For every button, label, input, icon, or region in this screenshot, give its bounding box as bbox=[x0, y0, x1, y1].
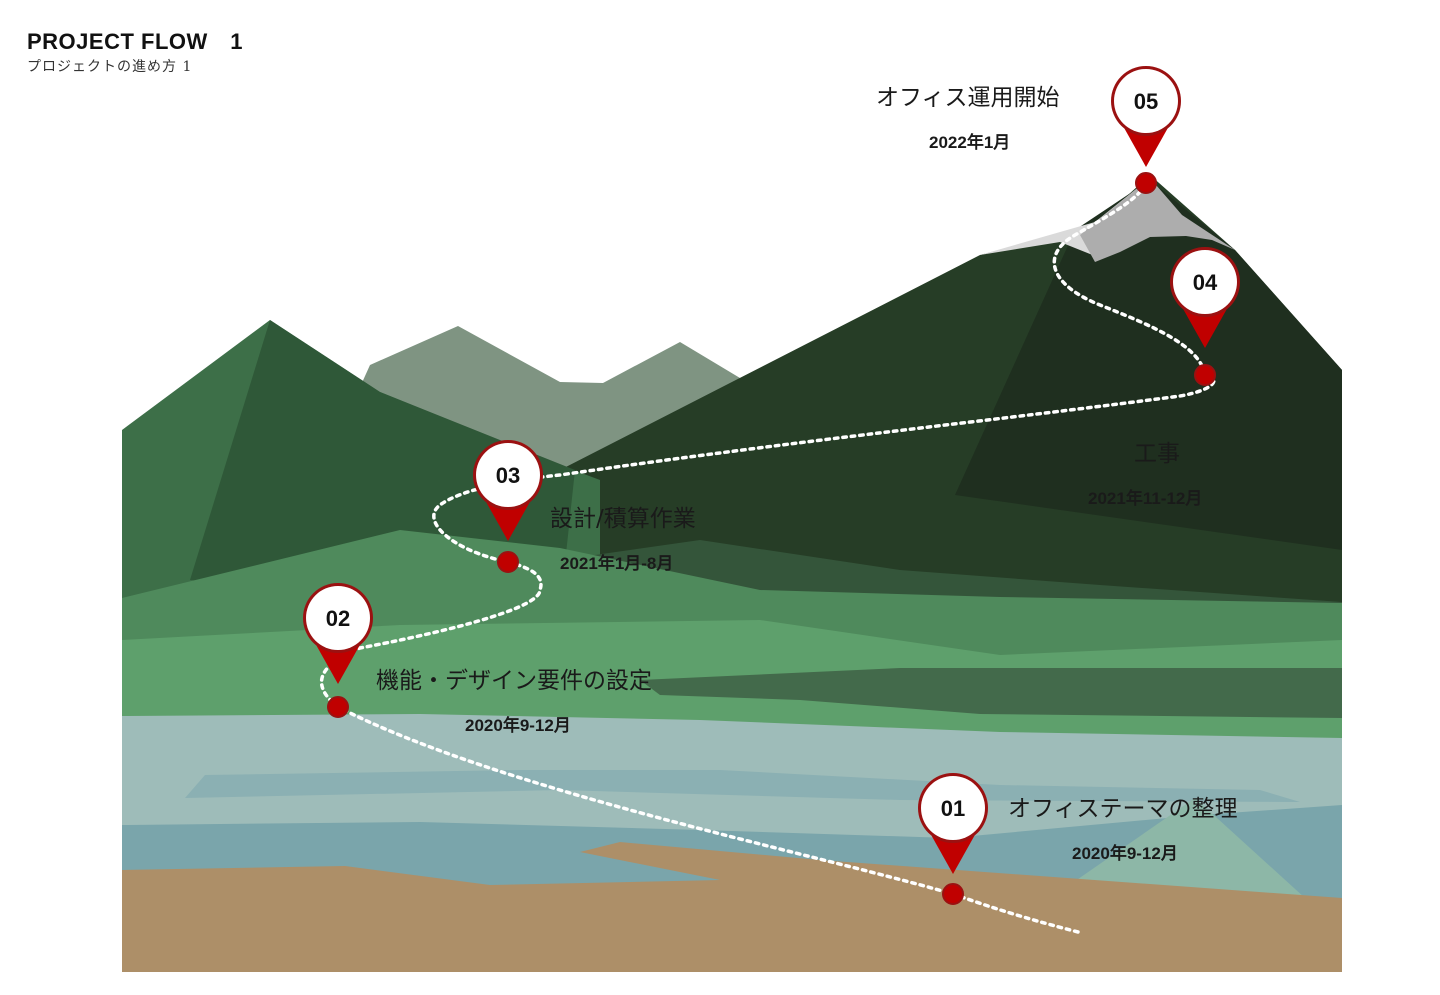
step-date-01: 2020年9-12月 bbox=[1072, 843, 1178, 863]
step-date-04: 2021年11-12月 bbox=[1088, 488, 1202, 508]
location-dot-icon bbox=[943, 884, 963, 904]
step-date-05: 2022年1月 bbox=[929, 132, 1010, 152]
step-date-03: 2021年1月-8月 bbox=[560, 553, 673, 573]
step-label-01: オフィステーマの整理 bbox=[1008, 796, 1238, 822]
location-dot-icon bbox=[328, 697, 348, 717]
step-label-04: 工事 bbox=[1134, 441, 1180, 467]
pin-number-04: 04 bbox=[1193, 270, 1218, 295]
step-date-02: 2020年9-12月 bbox=[465, 715, 571, 735]
pin-number-02: 02 bbox=[326, 606, 350, 631]
location-dot-icon bbox=[1195, 365, 1215, 385]
step-label-03: 設計/積算作業 bbox=[550, 506, 696, 532]
location-dot-icon bbox=[1136, 173, 1156, 193]
pin-number-05: 05 bbox=[1134, 89, 1158, 114]
location-dot-icon bbox=[498, 552, 518, 572]
step-label-02: 機能・デザイン要件の設定 bbox=[376, 668, 652, 694]
pin-05: 05 bbox=[1111, 66, 1181, 193]
step-label-05: オフィス運用開始 bbox=[876, 85, 1060, 111]
pin-number-03: 03 bbox=[496, 463, 520, 488]
pin-number-01: 01 bbox=[941, 796, 965, 821]
